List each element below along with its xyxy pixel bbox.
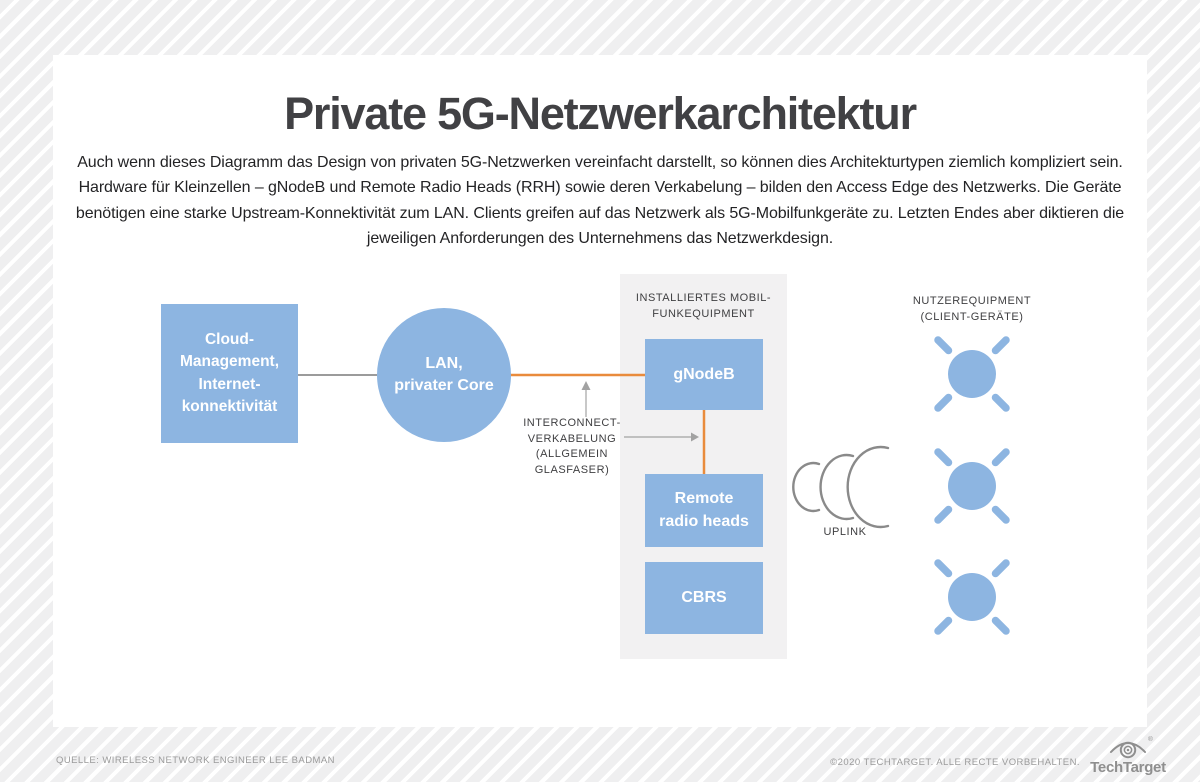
client-device-icon	[934, 336, 1010, 412]
copyright-text: ©2020 TECHTARGET. ALLE RECTE VORBEHALTEN…	[830, 757, 1080, 768]
uplink-label: UPLINK	[823, 526, 867, 538]
intro-paragraph: Auch wenn dieses Diagramm das Design von…	[75, 154, 1125, 247]
cbrs-node: CBRS	[645, 562, 763, 634]
svg-text:®: ®	[1148, 735, 1153, 743]
client-device-icon	[934, 448, 1010, 524]
techtarget-eye-icon: ®	[1110, 735, 1153, 759]
lan-private-core-node: LAN, privater Core	[377, 308, 511, 442]
remote-radio-heads-node: Remote radio heads	[645, 474, 763, 547]
client-device-icon	[934, 559, 1010, 635]
interconnect-cabling-label: INTERCONNECT- VERKABELUNG (ALLGEMEIN GLA…	[523, 417, 621, 476]
gnodeb-node: gNodeB	[645, 339, 763, 410]
mobile-equipment-heading: INSTALLIERTES MOBIL- FUNKEQUIPMENT	[635, 292, 772, 320]
client-equipment-heading: NUTZEREQUIPMENT (CLIENT-GERÄTE)	[912, 295, 1032, 323]
source-credit: QUELLE: WIRELESS NETWORK ENGINEER LEE BA…	[56, 755, 335, 766]
page-title: Private 5G-Netzwerkarchitektur	[284, 88, 917, 139]
techtarget-wordmark: TechTarget	[1090, 759, 1166, 776]
techtarget-logo: ® TechTarget	[1088, 733, 1168, 776]
cloud-management-node: Cloud- Management, Internet- konnektivit…	[161, 304, 298, 443]
